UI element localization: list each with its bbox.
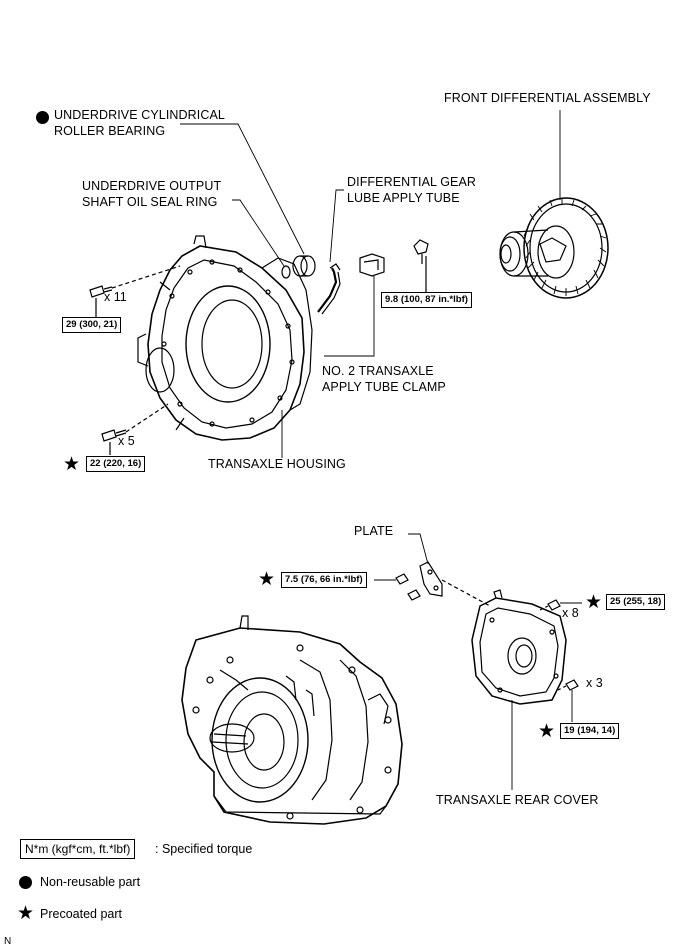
- lube-tube-label-line1: DIFFERENTIAL GEAR: [347, 175, 477, 189]
- plate-label: PLATE: [354, 524, 394, 538]
- legend-precoated-text: Precoated part: [40, 907, 122, 921]
- tube-clamp-label-line1: NO. 2 TRANSAXLE: [322, 364, 434, 378]
- lube-tube-label-line2: LUBE APPLY TUBE: [347, 191, 460, 205]
- qty-housing-bottom: x 5: [118, 434, 135, 448]
- oil-seal-label-line2: SHAFT OIL SEAL RING: [82, 195, 218, 209]
- rear-cover-label: TRANSAXLE REAR COVER: [436, 793, 599, 807]
- legend-nonreusable-text: Non-reusable part: [40, 875, 141, 889]
- legend-torque-text: : Specified torque: [155, 842, 253, 856]
- nonreusable-marker-icon: [36, 111, 49, 124]
- bearing-label-line1: UNDERDRIVE CYLINDRICAL: [54, 108, 225, 122]
- lube-apply-tube-drawing: [317, 263, 341, 315]
- oil-seal-label: UNDERDRIVE OUTPUT SHAFT OIL SEAL RING: [82, 178, 221, 210]
- transaxle-assembly-drawing: [181, 615, 403, 825]
- clamp-bolt-drawing: [413, 239, 429, 292]
- torque-housing-bottom: 22 (220, 16): [86, 456, 146, 472]
- figure-mark: N: [4, 936, 12, 947]
- leader-lines-top: [180, 110, 561, 458]
- housing-label: TRANSAXLE HOUSING: [208, 457, 346, 471]
- plate-drawing: [374, 533, 491, 607]
- legend-torque-box: N*m (kgf*cm, ft.*lbf): [20, 839, 136, 859]
- qty-housing-top: x 11: [104, 290, 127, 304]
- front-differential-drawing: [499, 197, 609, 299]
- torque-housing-top: 29 (300, 21): [62, 317, 122, 333]
- differential-label: FRONT DIFFERENTIAL ASSEMBLY: [444, 91, 651, 105]
- torque-cover-top: 25 (255, 18): [606, 594, 666, 610]
- tube-clamp-drawing: [359, 253, 385, 277]
- precoated-star-icon: ★: [585, 592, 603, 613]
- tube-clamp-label: NO. 2 TRANSAXLE APPLY TUBE CLAMP: [322, 363, 446, 395]
- transaxle-housing-drawing: [137, 235, 313, 441]
- qty-cover-top: x 8: [562, 606, 579, 620]
- legend-nonreusable-icon: [19, 876, 32, 889]
- torque-cover-bottom: 19 (194, 14): [560, 723, 620, 739]
- legend-precoated-star-icon: ★: [17, 903, 35, 924]
- housing-bolt-top-drawing: [89, 265, 181, 317]
- precoated-star-icon: ★: [258, 569, 276, 590]
- torque-clamp-bolt: 9.8 (100, 87 in.*lbf): [381, 292, 472, 308]
- rear-cover-drawing: [471, 589, 567, 705]
- bearing-label-line2: ROLLER BEARING: [54, 124, 166, 138]
- seal-and-bearing-drawing: [281, 255, 316, 279]
- oil-seal-label-line1: UNDERDRIVE OUTPUT: [82, 179, 222, 193]
- tube-clamp-label-line2: APPLY TUBE CLAMP: [322, 380, 446, 394]
- cover-bolt-bottom-drawing: [557, 679, 579, 722]
- qty-cover-bottom: x 3: [586, 676, 603, 690]
- bearing-label: UNDERDRIVE CYLINDRICAL ROLLER BEARING: [54, 107, 225, 139]
- torque-plate-bolt: 7.5 (76, 66 in.*lbf): [281, 572, 367, 588]
- precoated-star-icon: ★: [538, 721, 556, 742]
- cover-bolt-top-drawing: [539, 599, 582, 611]
- housing-bolt-bottom-drawing: [101, 403, 169, 455]
- lube-tube-label: DIFFERENTIAL GEAR LUBE APPLY TUBE: [347, 174, 476, 206]
- precoated-star-icon: ★: [63, 454, 81, 475]
